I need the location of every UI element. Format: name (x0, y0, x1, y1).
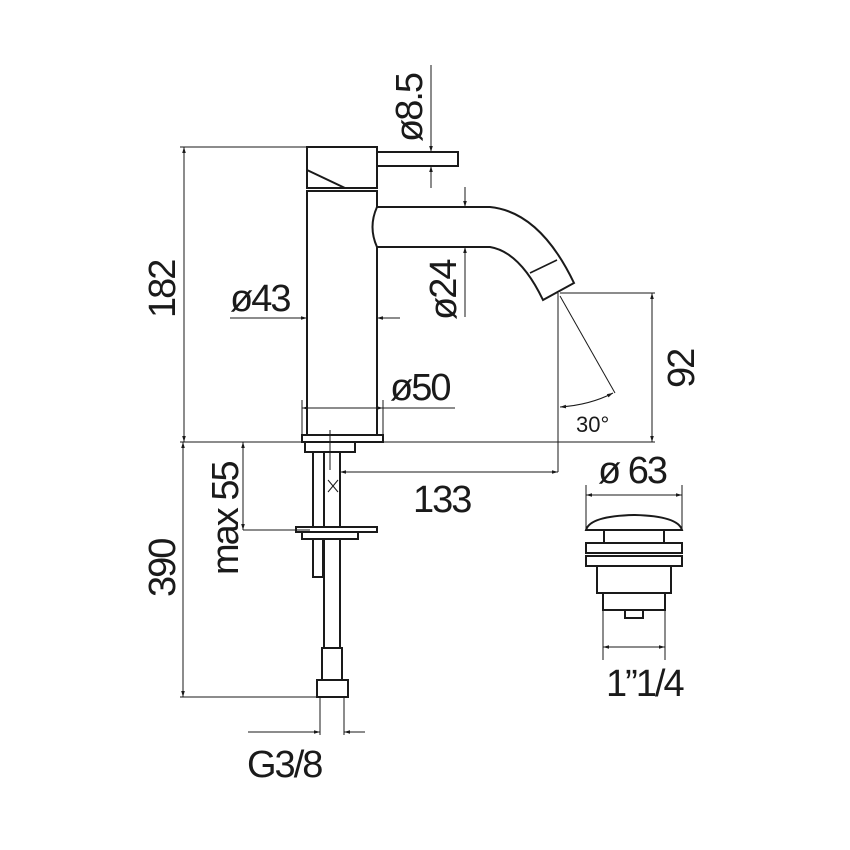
dim-spout-dia: ø24 (423, 259, 465, 320)
dim-390: 390 (142, 539, 184, 597)
dim-angle: 30° (576, 412, 609, 437)
dim-spout-height: 92 (661, 349, 703, 388)
dim-body-dia: ø43 (230, 278, 290, 320)
dim-spout-reach: 133 (413, 479, 471, 521)
dim-drain-thread: 1”1/4 (606, 663, 684, 705)
dim-lever-dia: ø8.5 (389, 73, 431, 142)
dim-182: 182 (142, 260, 184, 318)
dim-base-dia: ø50 (390, 367, 450, 409)
drain-plug (584, 513, 684, 619)
dim-drain-dia: ø 63 (598, 450, 667, 492)
faucet-body (301, 146, 576, 443)
dim-max-55: max 55 (205, 462, 247, 575)
dim-connection: G3/8 (247, 744, 322, 786)
dimension-lines (180, 65, 683, 735)
below-deck-assembly (295, 430, 378, 698)
